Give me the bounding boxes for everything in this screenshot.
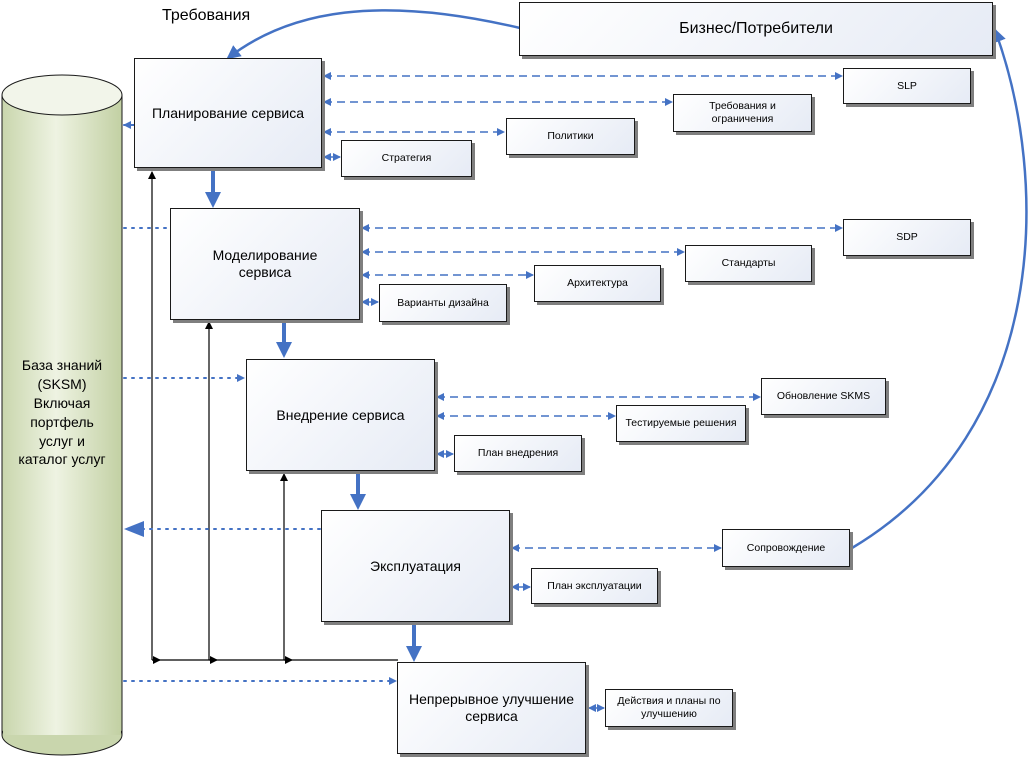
output-support-label: Сопровождение (746, 541, 826, 554)
stage-operation-box: Эксплуатация (321, 510, 510, 622)
output-slp-label: SLP (897, 79, 917, 92)
output-requirements-box: Требования и ограничения (673, 94, 812, 132)
output-architecture-label: Архитектура (567, 277, 628, 290)
output-improvement-actions-box: Действия и планы по улучшению (605, 689, 733, 727)
output-architecture-box: Архитектура (534, 265, 661, 302)
output-tested-solutions-label: Тестируемые решения (625, 417, 737, 430)
stage-improvement-label: Непрерывное улучшение сервиса (408, 691, 575, 724)
output-operation-plan-label: План эксплуатации (547, 579, 642, 592)
requirements-label: Требования (162, 7, 251, 24)
knowledge-base-line: услуг и (39, 432, 85, 449)
output-improvement-actions-label: Действия и планы по улучшению (617, 695, 721, 720)
knowledge-arrowhead (124, 521, 144, 537)
output-support-box: Сопровождение (722, 529, 850, 567)
output-design-options-label: Варианты дизайна (397, 296, 489, 309)
business-consumers-box: Бизнес/Потребители (519, 2, 993, 56)
output-sdp-box: SDP (843, 219, 971, 256)
stage-transition-label: Внедрение сервиса (276, 406, 405, 423)
knowledge-base-line: База знаний (21, 357, 103, 373)
knowledge-base-line: Включая (33, 394, 91, 411)
stage-design-box: Моделирование сервиса (170, 208, 360, 320)
output-standards-box: Стандарты (685, 245, 812, 282)
stage-planning-label: Планирование сервиса (151, 104, 305, 121)
stage-operation-label: Эксплуатация (370, 557, 461, 574)
requirements-curve-arrow (226, 9, 521, 60)
output-policies-box: Политики (506, 118, 635, 155)
knowledge-base-label: База знаний (SKSM) Включая портфель услу… (0, 356, 124, 469)
output-skms-update-label: Обновление SKMS (776, 390, 871, 403)
knowledge-links (123, 121, 397, 685)
output-standards-label: Стандарты (721, 257, 776, 270)
knowledge-base-line: портфель (30, 413, 94, 430)
output-sdp-label: SDP (896, 231, 918, 244)
knowledge-base-cylinder (1, 74, 123, 756)
knowledge-base-line: каталог услуг (18, 451, 106, 468)
stage-flow-arrows (205, 170, 422, 662)
support-curve-arrow (851, 28, 1028, 550)
output-design-options-box: Варианты дизайна (379, 284, 507, 322)
output-connectors (323, 72, 843, 712)
output-operation-plan-box: План эксплуатации (531, 568, 658, 604)
output-transition-plan-label: План внедрения (477, 447, 559, 460)
output-strategy-box: Стратегия (341, 140, 472, 177)
output-policies-label: Политики (547, 130, 594, 143)
knowledge-base-line: (SKSM) (37, 375, 87, 392)
output-requirements-label: Требования и ограничения (709, 100, 776, 125)
stage-improvement-box: Непрерывное улучшение сервиса (397, 662, 586, 754)
output-transition-plan-box: План внедрения (454, 435, 582, 472)
output-tested-solutions-box: Тестируемые решения (616, 405, 746, 442)
output-slp-box: SLP (843, 68, 971, 104)
output-strategy-label: Стратегия (381, 152, 432, 165)
feedback-lines (148, 171, 398, 664)
stage-design-label: Моделирование сервиса (212, 247, 318, 280)
business-consumers-label: Бизнес/Потребители (679, 20, 833, 38)
stage-planning-box: Планирование сервиса (134, 58, 322, 168)
output-skms-update-box: Обновление SKMS (761, 378, 886, 415)
stage-transition-box: Внедрение сервиса (246, 359, 435, 471)
